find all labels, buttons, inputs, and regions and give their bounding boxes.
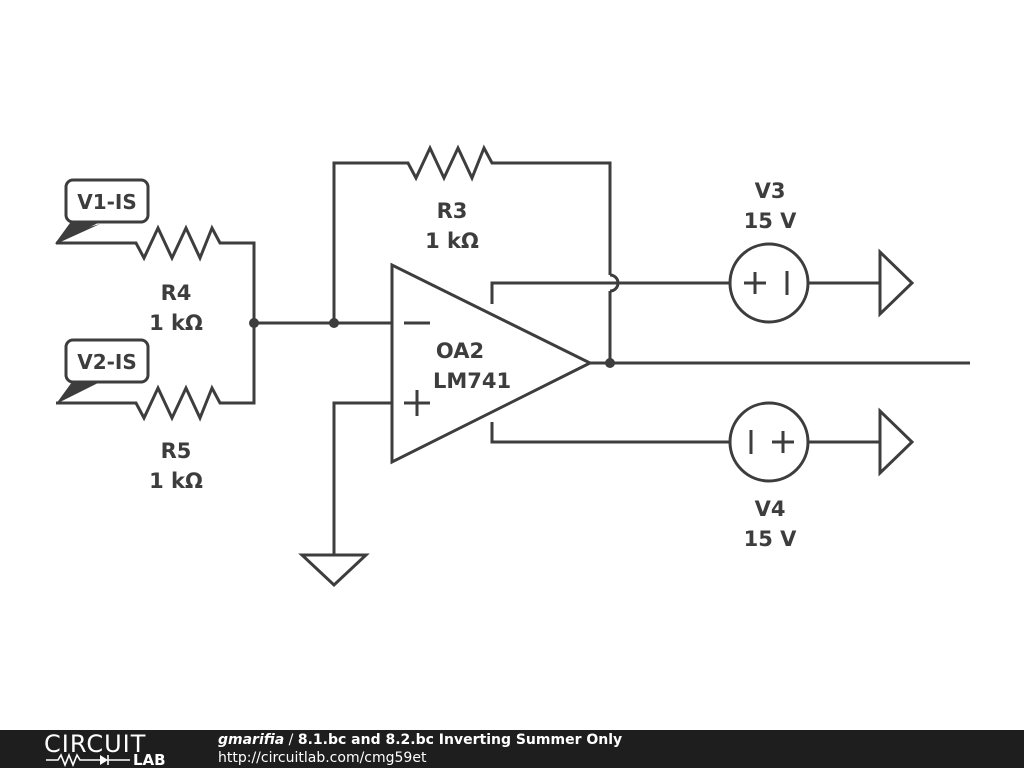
r4-value-label: 1 kΩ [149, 311, 203, 335]
voltage-source-v4[interactable] [728, 401, 880, 483]
resistor-r4[interactable] [128, 224, 256, 323]
non-inverting-input-wire [332, 401, 392, 555]
net-label-v1-is[interactable]: V1-IS [55, 178, 150, 245]
plus-sign [404, 390, 430, 416]
opamp-model-label: LM741 [433, 369, 511, 393]
author-link[interactable]: gmarifia [218, 732, 285, 748]
v4-value-label: 15 V [744, 527, 798, 551]
positive-supply-wire [490, 281, 730, 304]
title-separator: / [284, 732, 298, 748]
r4-name-label: R4 [161, 281, 192, 305]
footer-info: gmarifia / 8.1.bc and 8.2.bc Inverting S… [218, 731, 622, 767]
r5-name-label: R5 [161, 439, 192, 463]
net-label-v2-is-text: V2-IS [77, 350, 137, 374]
ground-symbol [878, 248, 915, 318]
circuitlab-logo[interactable]: CIRCUIT [44, 730, 146, 758]
circuit-title: 8.1.bc and 8.2.bc Inverting Summer Only [297, 732, 623, 748]
r3-value-label: 1 kΩ [425, 229, 479, 253]
junction-dot [605, 358, 615, 368]
circuit-url[interactable]: http://circuitlab.com/cmg59et [218, 750, 427, 766]
circuit-schematic: V1-IS V2-IS R4 1 kΩ R5 1 kΩ R3 1 kΩ OA2 … [55, 144, 970, 588]
r3-name-label: R3 [437, 199, 468, 223]
logo-lab-text: LAB [133, 751, 166, 769]
logo-resistor-diode-icon [46, 752, 130, 768]
v3-value-label: 15 V [744, 209, 798, 233]
opamp-oa2[interactable] [390, 262, 594, 465]
resistor-r5[interactable] [128, 323, 256, 422]
net-label-v1-is-text: V1-IS [77, 190, 137, 214]
opamp-name-label: OA2 [436, 339, 484, 363]
resistor-r3[interactable] [332, 144, 620, 363]
net-label-v2-is[interactable]: V2-IS [56, 338, 150, 405]
negative-supply-wire [490, 422, 730, 444]
v3-name-label: V3 [755, 179, 786, 203]
footer-bar: CIRCUIT LAB gmarifia / 8.1.bc and 8.2.bc… [0, 730, 1024, 768]
logo-text: CIRCUIT [44, 730, 147, 758]
ground-symbol [298, 553, 370, 588]
r5-value-label: 1 kΩ [149, 469, 203, 493]
voltage-source-v3[interactable] [728, 242, 880, 324]
junction-dot [249, 318, 259, 328]
v4-name-label: V4 [755, 497, 786, 521]
ground-symbol [878, 407, 915, 477]
